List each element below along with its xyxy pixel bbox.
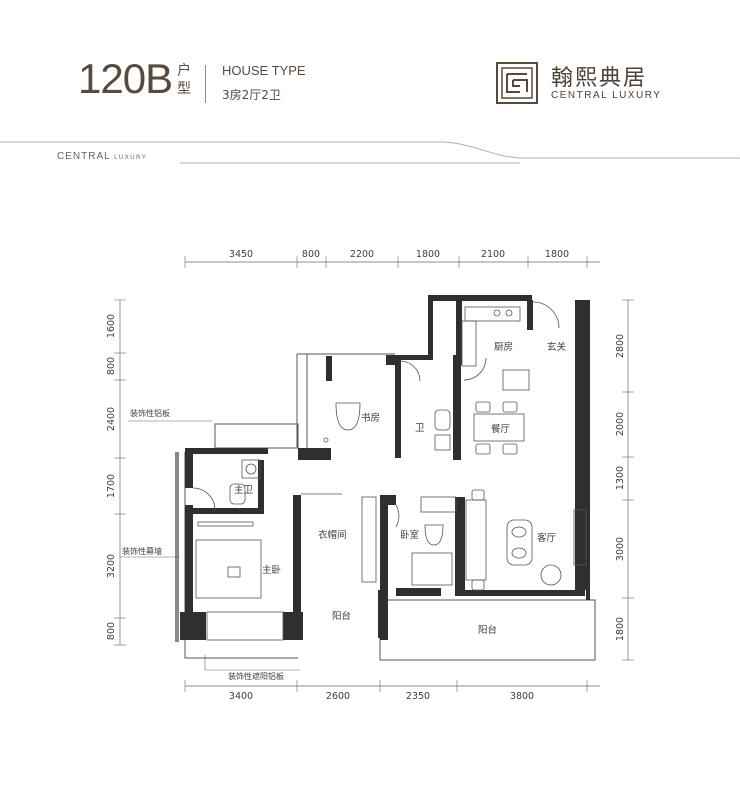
dim-bottom-3: 2350 xyxy=(406,691,430,702)
dim-top-5: 2100 xyxy=(481,249,505,260)
dim-top-1: 3450 xyxy=(229,249,253,260)
dim-right-5: 1800 xyxy=(615,617,626,641)
dim-top-2: 800 xyxy=(302,249,320,260)
annotation-deco-aluminum: 装饰性铝板 xyxy=(130,408,170,418)
annotation-deco-sunshade: 装饰性遮阳铝板 xyxy=(228,671,284,681)
house-type-label: HOUSE TYPE xyxy=(222,63,306,78)
band-brand-text: CENTRAL LUXURY xyxy=(57,151,148,162)
header-band xyxy=(0,141,740,164)
dim-bottom-2: 2600 xyxy=(326,691,350,702)
unit-type-label: 户型 xyxy=(177,63,191,97)
brand-logo-icon xyxy=(496,62,538,104)
room-labels: 厨房 玄关 书房 卫 餐厅 主卫 衣帽间 卧室 客厅 主卧 阳台 阳台 xyxy=(234,341,567,636)
room-dining: 餐厅 xyxy=(491,423,511,435)
header-divider xyxy=(205,65,206,103)
brand-name-en: CENTRAL LUXURY xyxy=(551,90,662,101)
room-balcony-1: 阳台 xyxy=(332,610,351,622)
room-master-bath: 主卫 xyxy=(234,484,254,496)
room-layout: 3房2厅2卫 xyxy=(222,88,281,102)
dim-left-2: 800 xyxy=(106,357,117,375)
room-balcony-2: 阳台 xyxy=(478,624,497,636)
room-foyer: 玄关 xyxy=(547,341,567,353)
dim-bottom-4: 3800 xyxy=(510,691,534,702)
dim-bottom-1: 3400 xyxy=(229,691,253,702)
brand-name-cn: 翰熙典居 xyxy=(551,66,648,91)
room-study: 书房 xyxy=(361,412,380,424)
dim-left-3: 2400 xyxy=(106,407,117,431)
room-living: 客厅 xyxy=(537,532,557,544)
dim-top-4: 1800 xyxy=(416,249,440,260)
room-bedroom: 卧室 xyxy=(400,529,419,541)
annotations: 装饰性铝板 装饰性幕墙 装饰性遮阳铝板 xyxy=(120,408,300,681)
room-master-bedroom: 主卧 xyxy=(262,564,282,576)
room-bath: 卫 xyxy=(415,423,425,434)
dimension-lines xyxy=(114,256,634,692)
unit-code: 120B xyxy=(78,55,173,102)
fixtures xyxy=(192,301,587,641)
dim-left-1: 1600 xyxy=(106,314,117,338)
dim-left-5: 3200 xyxy=(106,554,117,578)
dim-right-2: 2000 xyxy=(615,412,626,436)
dim-left-6: 800 xyxy=(106,622,117,640)
annotation-deco-curtain-wall: 装饰性幕墙 xyxy=(122,546,162,556)
dim-right-3: 1300 xyxy=(615,466,626,490)
dim-right-4: 3000 xyxy=(615,537,626,561)
room-closet: 衣帽间 xyxy=(318,529,347,541)
walls xyxy=(180,295,590,640)
dim-top-6: 1800 xyxy=(545,249,569,260)
room-kitchen: 厨房 xyxy=(494,341,513,353)
dim-top-3: 2200 xyxy=(350,249,374,260)
dim-left-4: 1700 xyxy=(106,474,117,498)
dim-right-1: 2800 xyxy=(615,334,626,358)
